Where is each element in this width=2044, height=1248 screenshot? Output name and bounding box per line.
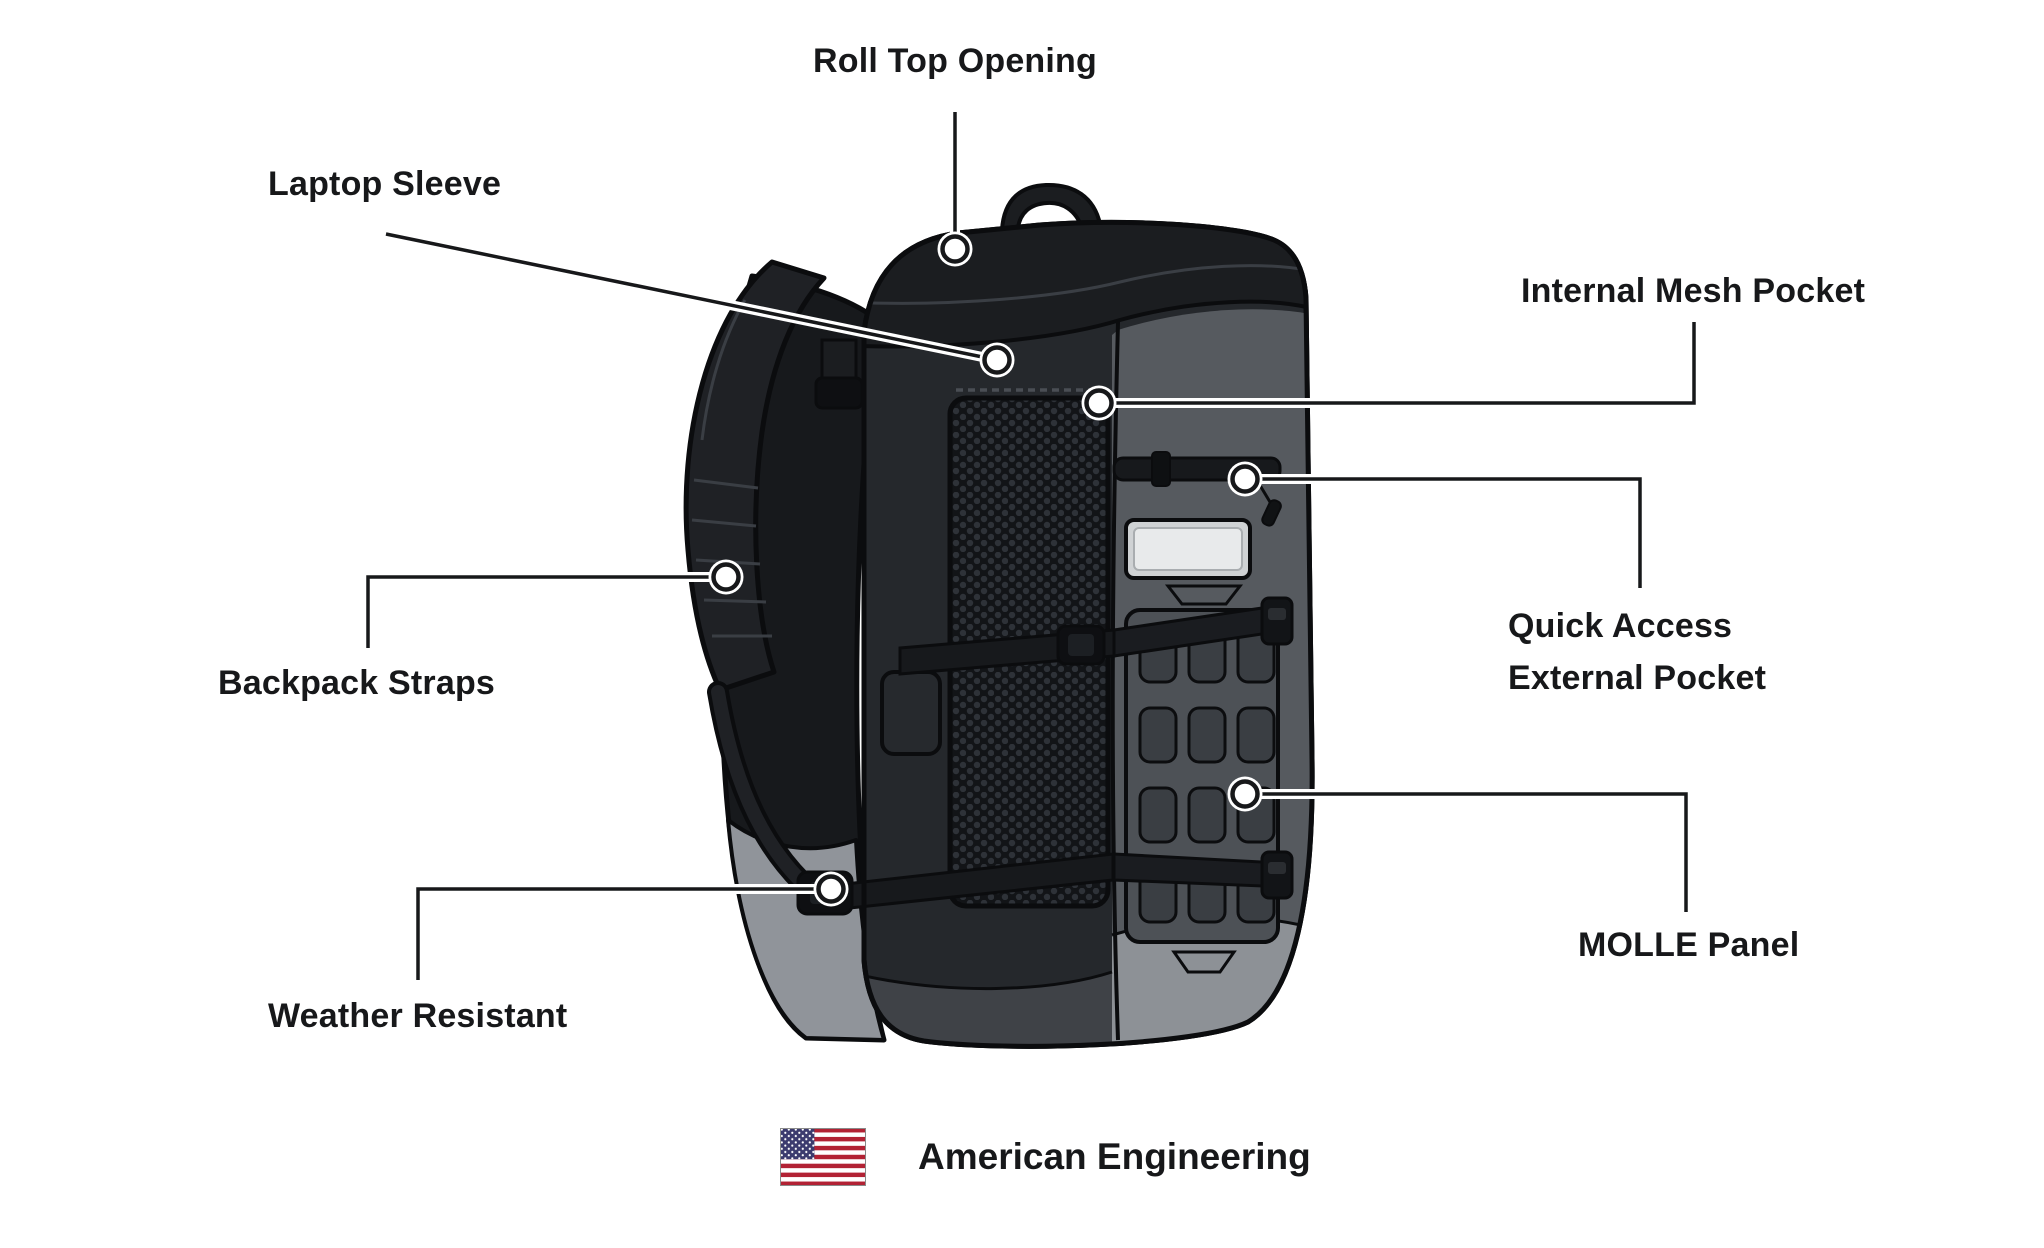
callout-marker-internal-mesh xyxy=(1084,388,1114,418)
callout-lines xyxy=(363,112,1699,980)
quick-access-label-line2: External Pocket xyxy=(1508,659,1767,697)
side-buckle-top xyxy=(1260,596,1294,646)
callout-marker-weather-resistant xyxy=(816,874,846,904)
patch-pocket xyxy=(880,670,942,756)
us-flag-icon xyxy=(780,1128,866,1186)
footer-text: American Engineering xyxy=(918,1136,1311,1177)
side-buckle-bottom xyxy=(1260,850,1294,900)
callout-line-weather-resistant xyxy=(416,887,831,980)
callout-label-weather-resistant: Weather Resistant xyxy=(268,997,568,1035)
callout-label-roll-top: Roll Top Opening xyxy=(813,42,1097,80)
callout-marker-roll-top xyxy=(940,234,970,264)
callout-line-internal-mesh xyxy=(1099,322,1696,405)
callout-line-backpack-straps xyxy=(366,575,726,648)
callout-marker-laptop-sleeve xyxy=(982,345,1012,375)
footer: American Engineering xyxy=(780,1128,1311,1186)
callout-label-backpack-straps: Backpack Straps xyxy=(218,664,496,702)
callout-line-laptop-sleeve xyxy=(385,232,998,362)
callout-marker-molle-panel xyxy=(1230,779,1260,809)
bottom-gusset xyxy=(864,972,1112,1047)
quick-access-label-line1: Quick Access xyxy=(1508,607,1733,645)
compression-strap xyxy=(898,624,1116,676)
callout-label-quick-access-external-pocket: Quick Access External Pocket xyxy=(1508,600,1766,704)
callout-markers xyxy=(708,231,1263,907)
callout-label-molle-panel: MOLLE Panel xyxy=(1578,926,1800,964)
label-window xyxy=(1124,518,1252,580)
callout-label-internal-mesh-pocket: Internal Mesh Pocket xyxy=(1521,272,1866,310)
callout-line-quick-access xyxy=(1245,477,1642,588)
callout-line-molle-panel xyxy=(1245,792,1688,912)
callout-marker-quick-access xyxy=(1230,464,1260,494)
roll-top-buckle xyxy=(814,338,864,410)
callout-marker-backpack-straps xyxy=(711,562,741,592)
callout-label-laptop-sleeve: Laptop Sleeve xyxy=(268,165,502,203)
